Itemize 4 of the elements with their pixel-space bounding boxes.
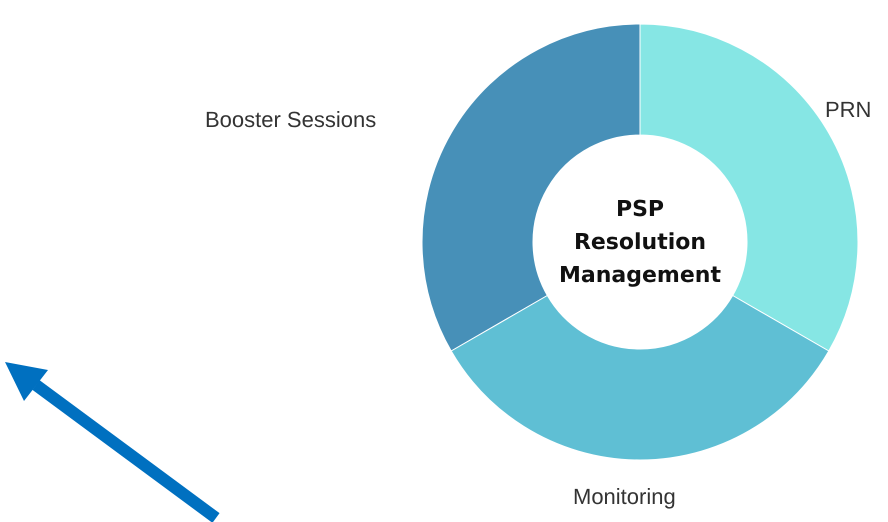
segment-label: Booster Sessions: [205, 107, 376, 133]
center-title: PSP Resolution Management: [558, 196, 722, 290]
segment-label: PRN: [825, 97, 872, 123]
segment-label: Monitoring: [573, 484, 676, 510]
